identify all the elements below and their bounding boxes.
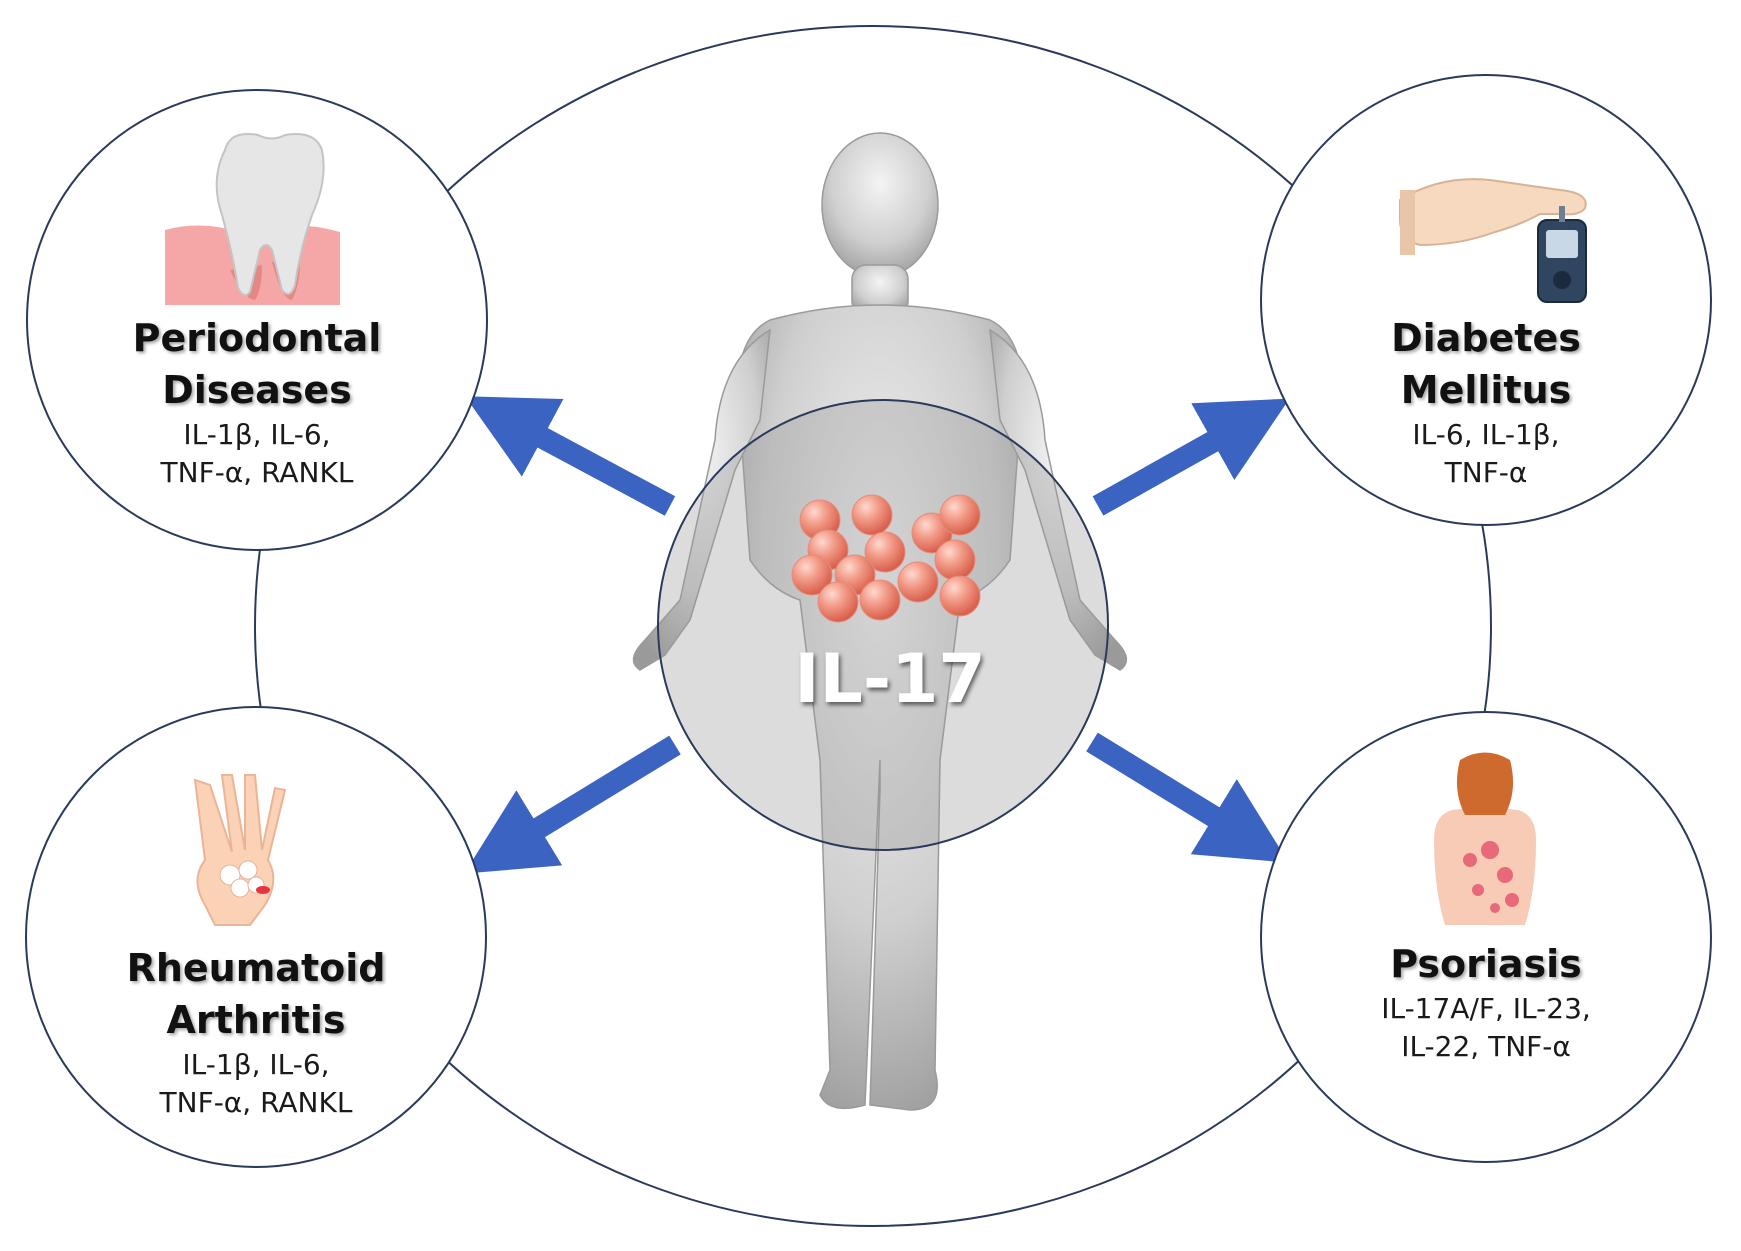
periodontal-cytokines-line2: TNF-α, RANKL [160, 456, 354, 489]
arrow-to-rheumatoid [464, 735, 681, 874]
psoriasis-title-line1: Psoriasis [1390, 942, 1582, 986]
cell [791, 554, 833, 596]
psoriasis-circle [1260, 711, 1712, 1163]
cell [851, 494, 893, 536]
rheumatoid-title-line2: Arthritis [166, 998, 346, 1042]
rheumatoid-cytokines-line1: IL-1β, IL-6, [182, 1048, 330, 1081]
arrows [464, 396, 1290, 874]
cell [939, 575, 981, 617]
glucose-meter-hand-icon [1399, 178, 1587, 303]
cell [897, 561, 939, 603]
rheumatoid-text-block: Rheumatoid Arthritis IL-1β, IL-6, TNF-α,… [86, 942, 426, 1122]
diabetes-circle [1260, 74, 1712, 526]
diabetes-title-line1: Diabetes [1391, 316, 1581, 360]
arrow-to-periodontal [465, 396, 676, 516]
cell [864, 531, 906, 573]
periodontal-cytokines-line1: IL-1β, IL-6, [183, 418, 331, 451]
cell [939, 494, 981, 536]
periodontal-text-block: Periodontal Diseases IL-1β, IL-6, TNF-α,… [87, 312, 427, 492]
cell [859, 579, 901, 621]
rheumatoid-circle [25, 706, 487, 1168]
diabetes-title-line2: Mellitus [1400, 368, 1572, 412]
diabetes-cytokines-line1: IL-6, IL-1β, [1412, 418, 1560, 451]
cell [817, 581, 859, 623]
arrow-to-diabetes [1092, 398, 1290, 516]
psoriasis-back-icon [1434, 752, 1536, 925]
diabetes-cytokines-line2: TNF-α [1444, 456, 1528, 489]
periodontal-title-line2: Diseases [162, 368, 352, 412]
psoriasis-text-block: Psoriasis IL-17A/F, IL-23, IL-22, TNF-α [1316, 938, 1656, 1066]
psoriasis-cytokines-line1: IL-17A/F, IL-23, [1381, 992, 1591, 1025]
rheumatoid-title-line1: Rheumatoid [126, 946, 386, 990]
periodontal-title-line1: Periodontal [132, 316, 382, 360]
periodontal-circle [26, 89, 488, 551]
arrow-to-psoriasis [1086, 732, 1289, 863]
cell [934, 539, 976, 581]
hand-joint-icon [193, 774, 287, 926]
cell-cluster [791, 494, 981, 623]
outer-ring [254, 25, 1492, 1227]
psoriasis-cytokines-line2: IL-22, TNF-α [1401, 1030, 1571, 1063]
il17-central-circle [657, 399, 1109, 851]
rheumatoid-cytokines-line2: TNF-α, RANKL [159, 1086, 353, 1119]
tooth-gum-icon [165, 133, 340, 305]
diabetes-text-block: Diabetes Mellitus IL-6, IL-1β, TNF-α [1316, 312, 1656, 492]
il17-label: IL-17 [794, 640, 986, 719]
